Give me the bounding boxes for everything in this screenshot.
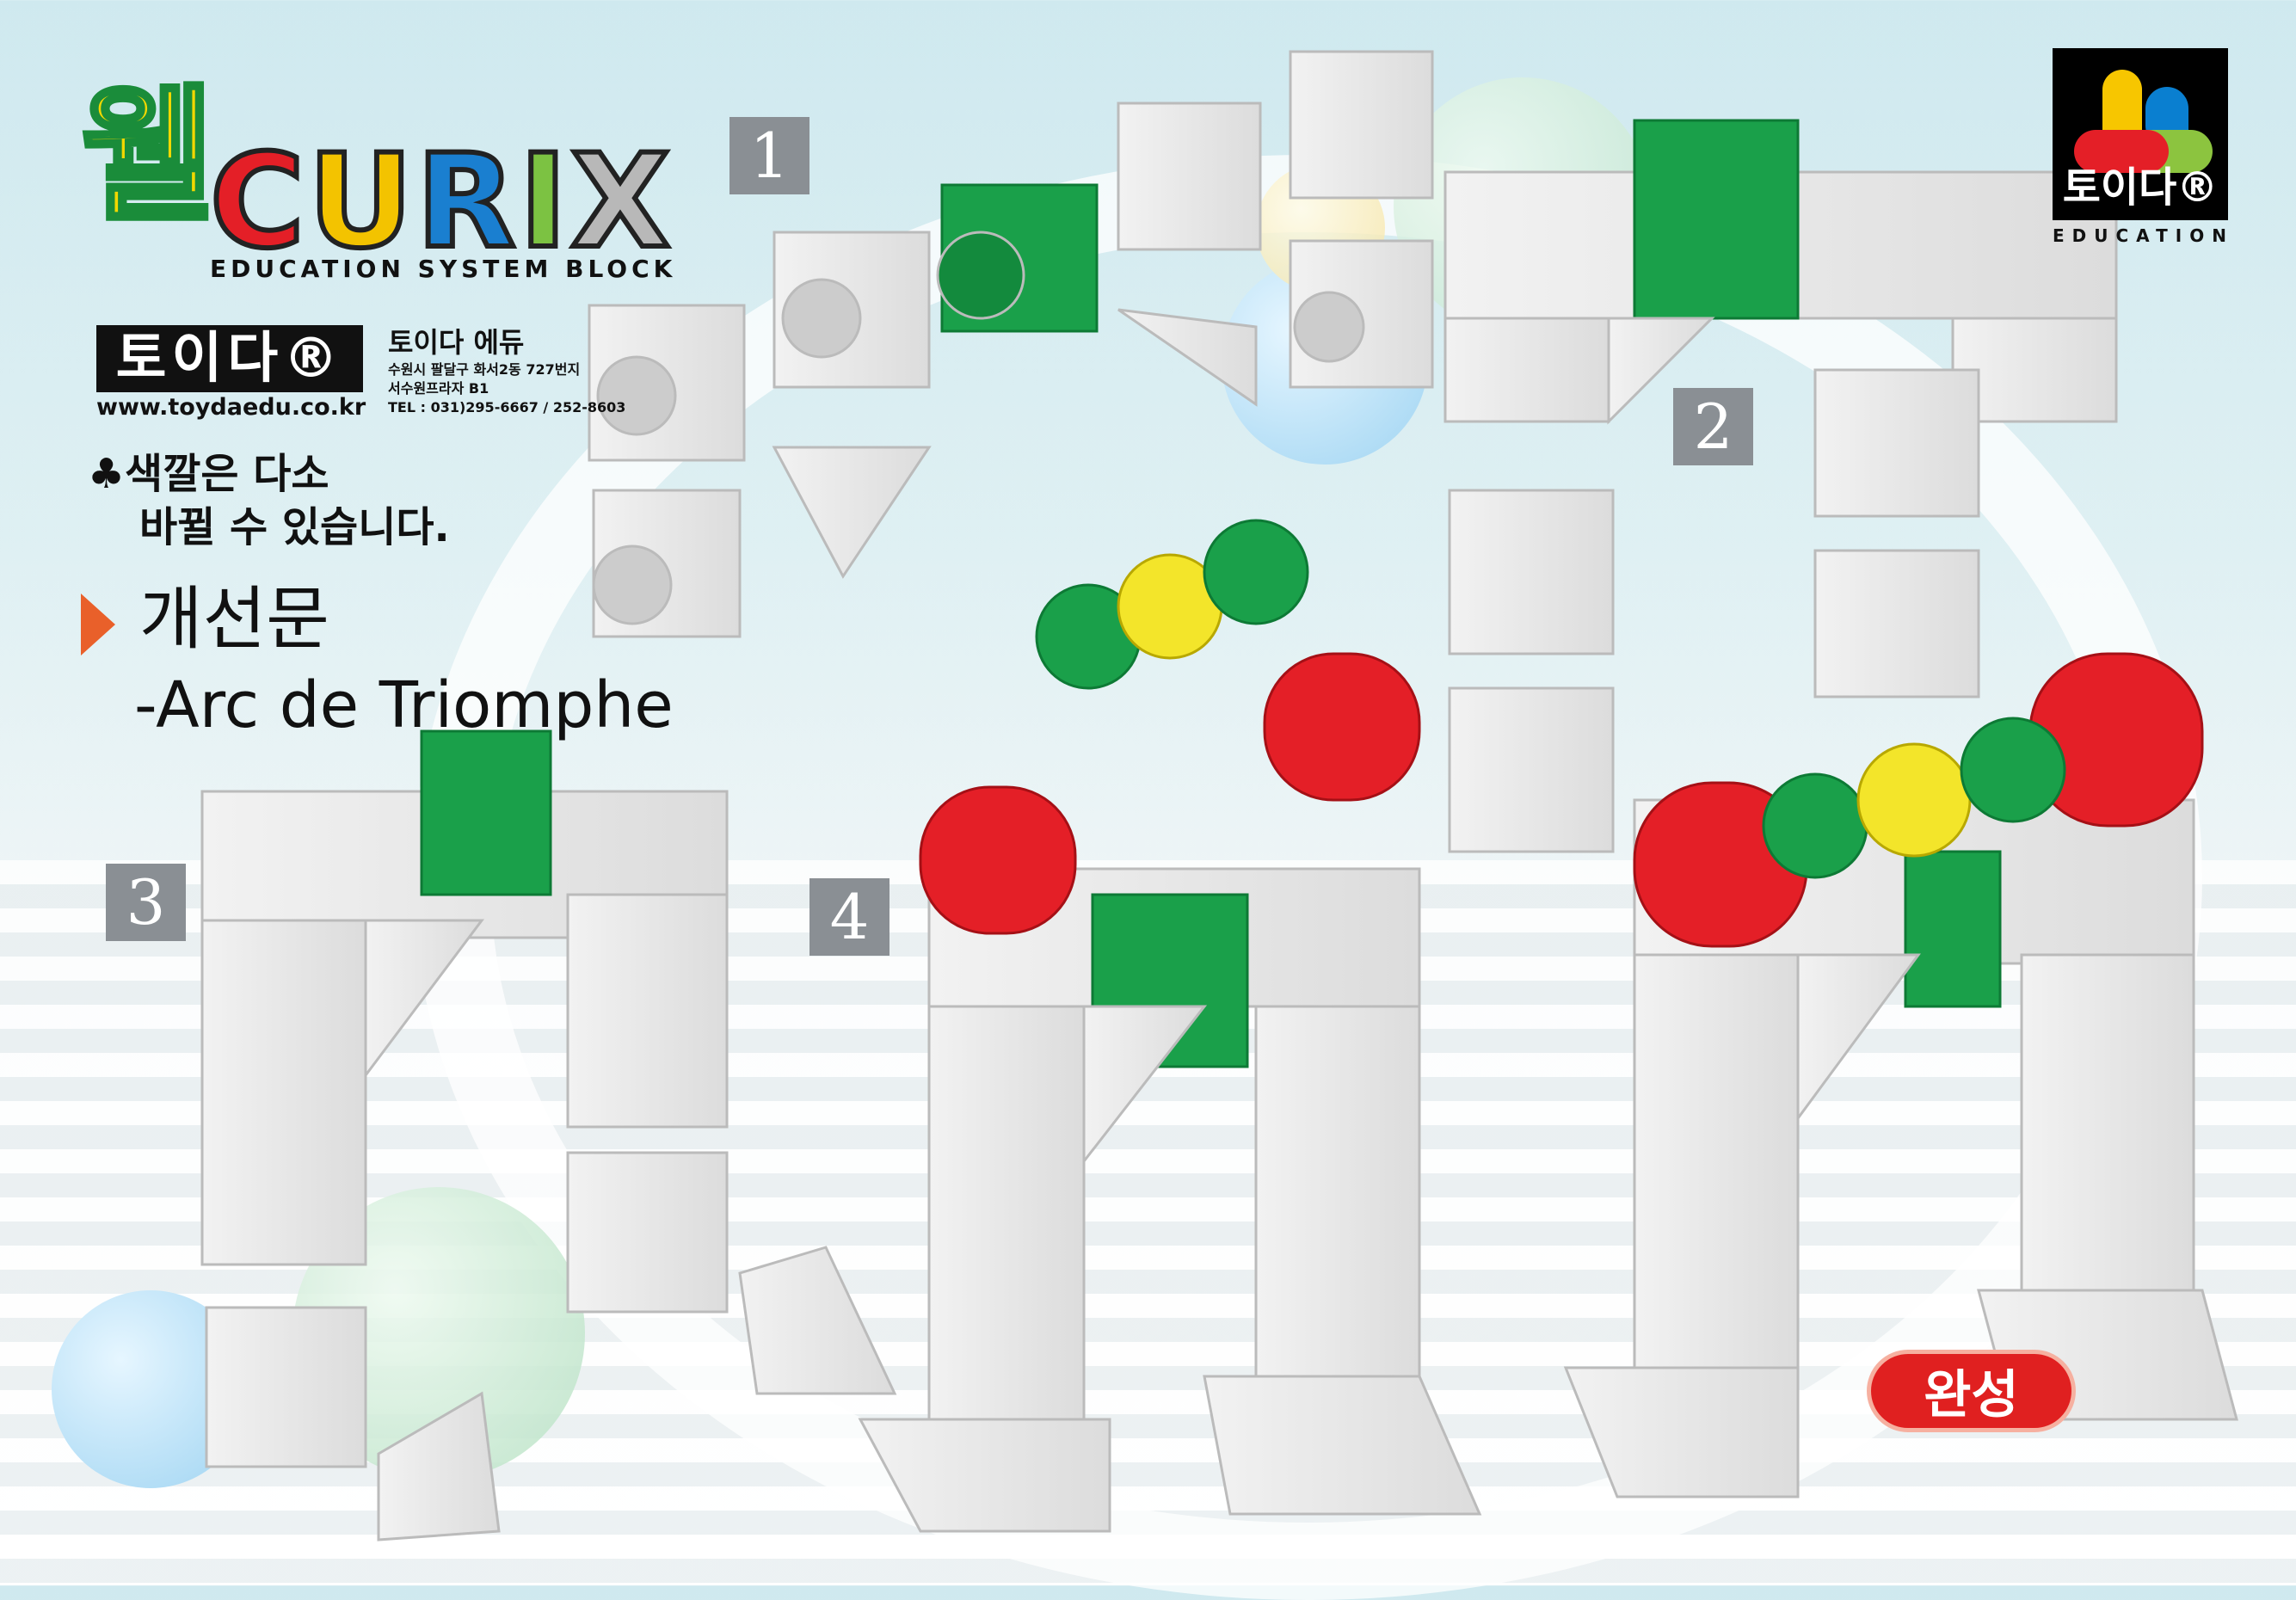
company-info: 토이다 에듀 수원시 팔달구 화서2동 727번지 서수원프라자 B1 TEL … — [388, 321, 625, 417]
step-1-parts — [588, 50, 1434, 638]
step-number-3: 3 — [106, 864, 186, 941]
logo-red-petal — [2074, 130, 2169, 173]
step-3-parts — [200, 729, 897, 1542]
company-tel: TEL : 031)295-6667 / 252-8603 — [388, 399, 626, 415]
step-number-2: 2 — [1673, 388, 1753, 465]
step-2-parts — [1443, 119, 2118, 853]
step-number-1: 1 — [729, 117, 809, 194]
company-name: 토이다 에듀 — [388, 326, 525, 359]
title-english: -Arc de Triomphe — [134, 668, 674, 742]
corner-logo-text: 토이다® — [2062, 163, 2219, 212]
logo-prefix: 웰 — [78, 70, 217, 244]
step-4-parts — [858, 519, 1482, 1533]
brand-tagline: EDUCATION SYSTEM BLOCK — [210, 255, 677, 283]
toyda-logo: 토이다® — [96, 325, 363, 392]
title-korean: 개선문 — [139, 579, 329, 659]
corner-logo-sub: EDUCATION — [2053, 225, 2234, 246]
club-icon: ♣ — [88, 450, 126, 498]
company-address-1: 수원시 팔달구 화서2동 727번지 — [388, 361, 581, 378]
toyda-education-logo: 토이다® — [2053, 48, 2228, 220]
logo-yellow-petal — [2102, 70, 2142, 138]
triangle-bullet-icon — [81, 594, 115, 655]
step-number-4: 4 — [809, 878, 889, 956]
color-note: ♣색깔은 다소 바뀔 수 있습니다. — [88, 450, 450, 551]
curix-wordmark: CURIX — [207, 127, 674, 277]
complete-badge: 완성 — [1867, 1350, 2076, 1432]
model-title: 개선문 -Arc de Triomphe — [81, 576, 674, 748]
company-url[interactable]: www.toydaedu.co.kr — [96, 394, 366, 421]
curix-logo: 웰 — [78, 66, 649, 281]
company-address-2: 서수원프라자 B1 — [388, 380, 489, 397]
